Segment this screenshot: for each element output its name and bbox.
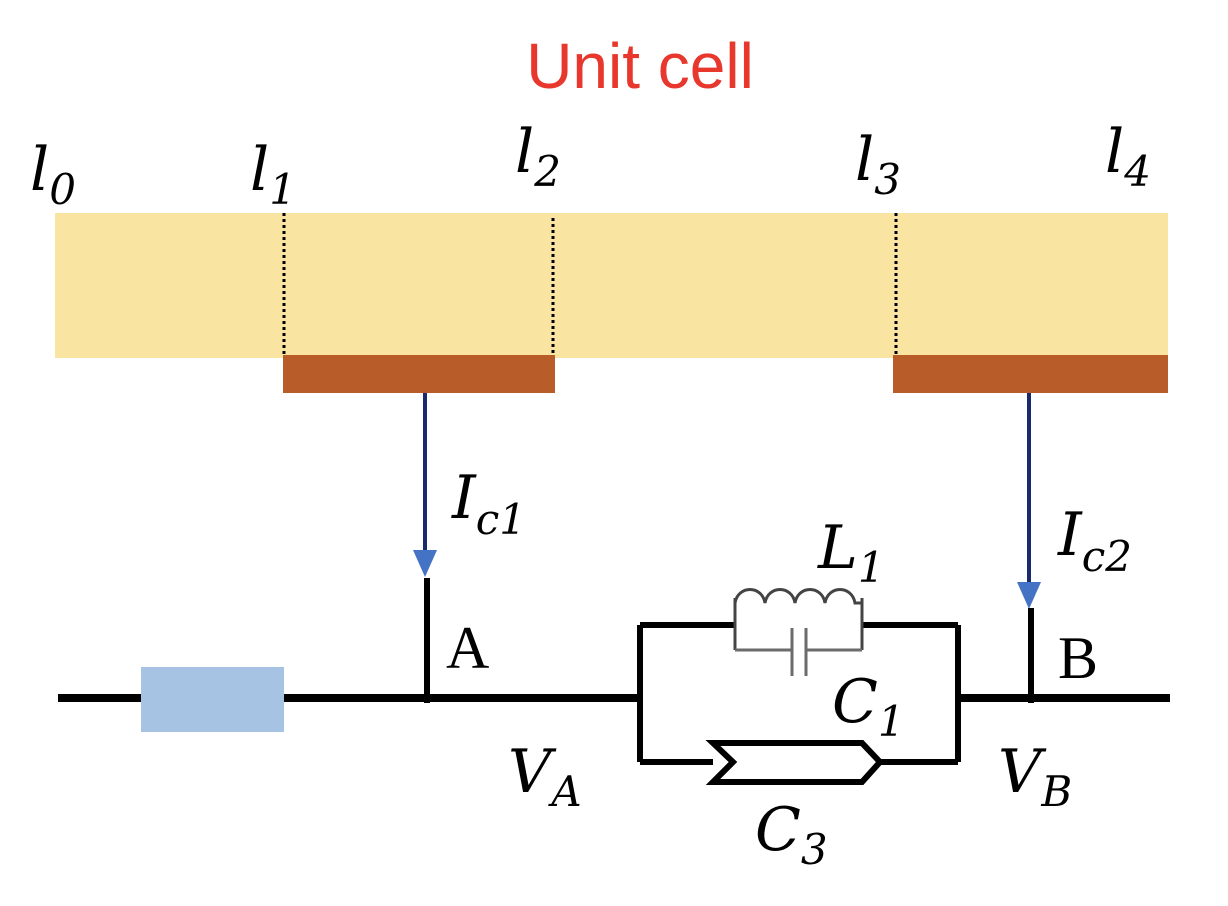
- node-label-b: B: [1058, 625, 1098, 691]
- position-label-l1: l1: [250, 135, 296, 214]
- position-label-l3: l3: [855, 125, 901, 204]
- contact-pad-2: [893, 355, 1168, 393]
- capacitor-c1: [735, 628, 862, 676]
- position-label-l2: l2: [515, 117, 561, 196]
- voltage-label-vb: VB: [998, 737, 1072, 816]
- diagram-title: Unit cell: [526, 30, 754, 102]
- current-arrow-1-head: [413, 550, 437, 577]
- position-label-l0: l0: [30, 135, 76, 214]
- contact-pad-1: [283, 355, 555, 393]
- parallel-network-loop: [637, 622, 961, 765]
- voltage-label-va: VA: [508, 737, 582, 816]
- capacitor-c3: [705, 740, 885, 785]
- series-element-box: [141, 667, 284, 732]
- inductor-l1: [733, 588, 864, 650]
- current-label-ic2: Ic2: [1057, 500, 1132, 581]
- position-label-l4: l4: [1105, 117, 1151, 196]
- current-label-ic1: Ic1: [451, 463, 526, 544]
- node-label-a: A: [446, 615, 489, 681]
- component-label-c1: C1: [832, 667, 905, 746]
- waveguide-band: [55, 213, 1168, 358]
- component-label-c3: C3: [755, 795, 828, 874]
- current-arrow-2-head: [1017, 582, 1041, 609]
- component-label-l1: L1: [817, 513, 885, 592]
